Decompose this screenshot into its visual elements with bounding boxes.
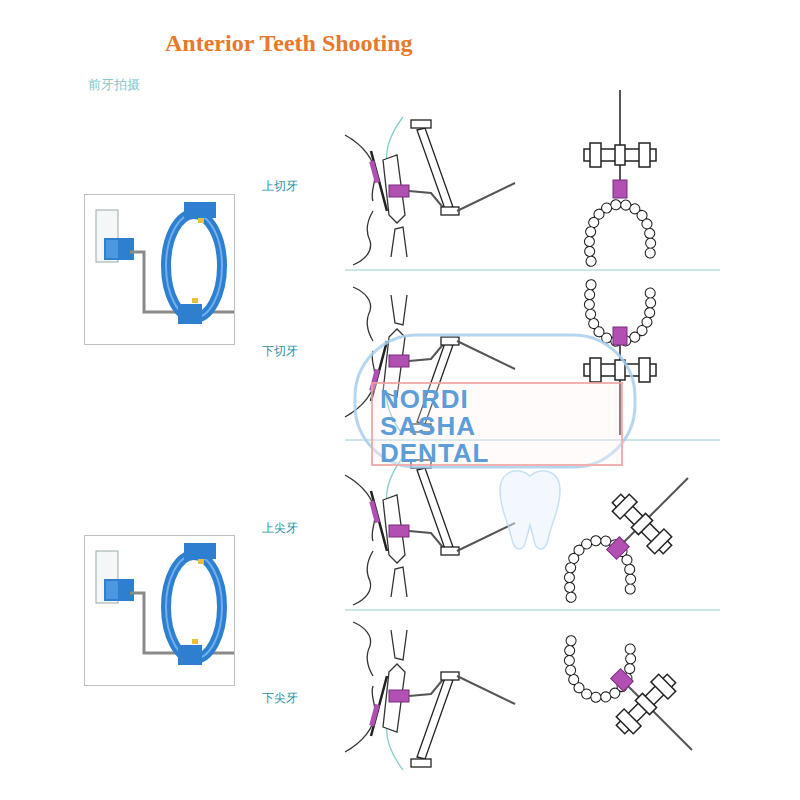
tooth-label: 下切牙 <box>262 343 298 360</box>
aiming-ring <box>584 90 656 198</box>
product-photo <box>85 536 235 686</box>
profile-sketch <box>345 457 515 605</box>
watermark: NORDI SASHA DENTAL <box>380 386 530 467</box>
product-photo <box>85 195 235 345</box>
aiming-ring <box>586 453 713 580</box>
separator-lines <box>345 270 720 610</box>
dental-arch <box>589 204 650 261</box>
profile-sketch <box>345 117 515 265</box>
profile-sketch <box>345 622 515 770</box>
aiming-ring <box>590 648 717 775</box>
watermark-frame <box>355 335 635 549</box>
tooth-label: 上切牙 <box>262 178 298 195</box>
tooth-label: 上尖牙 <box>262 520 298 537</box>
tooth-label: 下尖牙 <box>262 690 298 707</box>
page-title: Anterior Teeth Shooting <box>165 30 413 57</box>
section-caption: 前牙拍摄 <box>88 76 140 94</box>
